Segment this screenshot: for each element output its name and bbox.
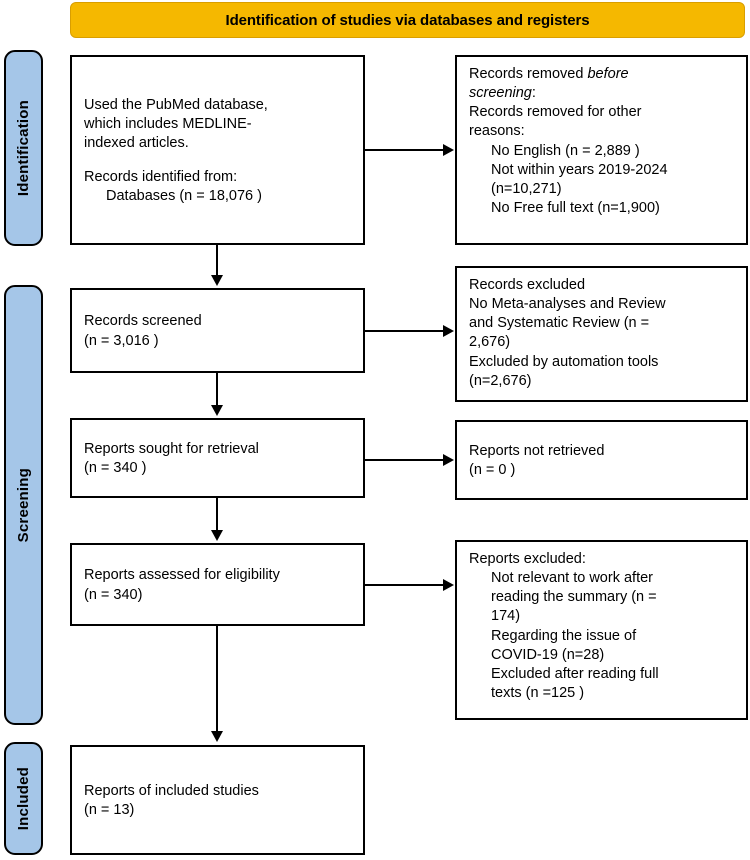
box-records-identified: Used the PubMed database, which includes… xyxy=(70,55,365,245)
reports-excluded-line-8: texts (n =125 ) xyxy=(469,684,736,703)
reports-excluded-not-relevant-count: 174) xyxy=(491,608,521,625)
records-removed-line-1-italic: before xyxy=(587,66,629,82)
records-excluded-line-6: (n=2,676) xyxy=(469,372,532,389)
reports-sought-count: (n = 340 ) xyxy=(84,460,147,476)
records-removed-line-1-a: Records removed xyxy=(469,66,588,82)
records-identified-line-2: which includes MEDLINE- xyxy=(84,116,252,133)
diagram-header-banner: Identification of studies via databases … xyxy=(70,2,745,38)
records-excluded-line-3: and Systematic Review (n = xyxy=(469,315,650,332)
arrow-right-icon-reports-excluded xyxy=(443,579,454,591)
records-removed-no-free-full-text: No Free full text (n=1,900) xyxy=(491,199,660,216)
reports-excluded-full-texts: Excluded after reading full xyxy=(491,665,659,682)
connector-screened-to-sought xyxy=(216,373,218,406)
records-screened-count: (n = 3,016 ) xyxy=(84,332,159,349)
records-removed-line-1: Records removed before xyxy=(469,65,736,84)
box-records-screened: Records screened (n = 3,016 ) xyxy=(70,288,365,373)
stage-label-included: Included xyxy=(4,742,43,855)
reports-excluded-line-5: Regarding the issue of xyxy=(469,627,736,646)
box-reports-sought-for-retrieval: Reports sought for retrieval (n = 340 ) xyxy=(70,418,365,498)
connector-assessed-to-included xyxy=(216,626,218,733)
box-reports-assessed-for-eligibility: Reports assessed for eligibility (n = 34… xyxy=(70,543,365,626)
records-identified-databases: Databases (n = 18,076 ) xyxy=(106,187,262,204)
diagram-title: Identification of studies via databases … xyxy=(225,11,590,29)
connector-screened-to-records-excluded xyxy=(365,330,445,332)
records-identified-line-3: indexed articles. xyxy=(84,135,189,152)
records-removed-line-5: No English (n = 2,889 ) xyxy=(469,142,736,161)
records-excluded-line-2: No Meta-analyses and Review xyxy=(469,296,666,313)
records-removed-line-2-colon: : xyxy=(531,85,536,102)
reports-excluded-line-7: Excluded after reading full xyxy=(469,665,736,684)
reports-excluded-line-3: reading the summary (n = xyxy=(469,588,736,607)
records-removed-line-8: No Free full text (n=1,900) xyxy=(469,199,736,218)
reports-excluded-line-4: 174) xyxy=(469,607,736,626)
reports-excluded-not-relevant: Not relevant to work after xyxy=(491,570,653,587)
records-identified-line-5: Databases (n = 18,076 ) xyxy=(84,187,353,206)
records-excluded-line-4: 2,676) xyxy=(469,334,511,351)
reports-excluded-line-6: COVID-19 (n=28) xyxy=(469,646,736,665)
box-records-removed-before-screening: Records removed before screening: Record… xyxy=(455,55,748,245)
stage-label-included-text: Included xyxy=(15,766,32,831)
arrow-down-icon-included xyxy=(211,731,223,742)
connector-identified-to-screened xyxy=(216,245,218,277)
records-excluded-line-1: Records excluded xyxy=(469,277,586,293)
connector-sought-to-not-retrieved xyxy=(365,459,445,461)
stage-label-identification: Identification xyxy=(4,50,43,246)
reports-sought-label: Reports sought for retrieval xyxy=(84,440,259,457)
reports-excluded-covid-count: COVID-19 (n=28) xyxy=(491,646,605,663)
arrow-down-icon-sought xyxy=(211,405,223,416)
records-removed-line-7: (n=10,271) xyxy=(469,180,736,199)
included-studies-count: (n = 13) xyxy=(84,802,135,818)
reports-excluded-line-2: Not relevant to work after xyxy=(469,569,736,588)
reports-assessed-count: (n = 340) xyxy=(84,586,143,603)
reports-not-retrieved-label: Reports not retrieved xyxy=(469,442,605,459)
connector-sought-to-assessed xyxy=(216,498,218,531)
included-studies-label: Reports of included studies xyxy=(84,782,259,799)
records-removed-line-6: Not within years 2019-2024 xyxy=(469,161,736,180)
records-removed-no-english: No English (n = 2,889 ) xyxy=(491,142,640,159)
reports-excluded-reading-summary: reading the summary (n = xyxy=(491,589,657,606)
records-screened-label: Records screened xyxy=(84,313,202,330)
records-removed-line-2-italic: screening xyxy=(469,85,532,102)
arrow-down-icon-assessed xyxy=(211,530,223,541)
records-removed-line-2: screening: xyxy=(469,84,736,103)
stage-label-screening-text: Screening xyxy=(15,467,32,543)
box-reports-of-included-studies: Reports of included studies (n = 13) xyxy=(70,745,365,855)
box-records-excluded: Records excluded No Meta-analyses and Re… xyxy=(455,266,748,402)
records-removed-not-within-years: Not within years 2019-2024 xyxy=(491,161,668,178)
reports-excluded-covid-issue: Regarding the issue of xyxy=(491,627,637,644)
records-identified-line-4: Records identified from: xyxy=(84,168,238,185)
stage-label-screening: Screening xyxy=(4,285,43,725)
arrow-right-icon-records-excluded xyxy=(443,325,454,337)
records-identified-line-1: Used the PubMed database, xyxy=(84,97,268,114)
arrow-right-icon-not-retrieved xyxy=(443,454,454,466)
connector-identified-to-removed xyxy=(365,149,445,151)
reports-assessed-label: Reports assessed for eligibility xyxy=(84,567,280,584)
connector-assessed-to-reports-excluded xyxy=(365,584,445,586)
records-removed-line-4: reasons: xyxy=(469,123,525,140)
records-excluded-line-5: Excluded by automation tools xyxy=(469,353,659,370)
arrow-right-icon-removed xyxy=(443,144,454,156)
box-reports-excluded: Reports excluded: Not relevant to work a… xyxy=(455,540,748,720)
stage-label-identification-text: Identification xyxy=(15,99,32,197)
reports-excluded-full-texts-count: texts (n =125 ) xyxy=(491,684,585,701)
reports-excluded-line-1: Reports excluded: xyxy=(469,551,586,567)
arrow-down-icon-screened xyxy=(211,275,223,286)
box-reports-not-retrieved: Reports not retrieved (n = 0 ) xyxy=(455,420,748,500)
records-removed-line-3: Records removed for other xyxy=(469,104,642,121)
records-removed-not-within-years-count: (n=10,271) xyxy=(491,180,562,197)
reports-not-retrieved-count: (n = 0 ) xyxy=(469,462,516,478)
